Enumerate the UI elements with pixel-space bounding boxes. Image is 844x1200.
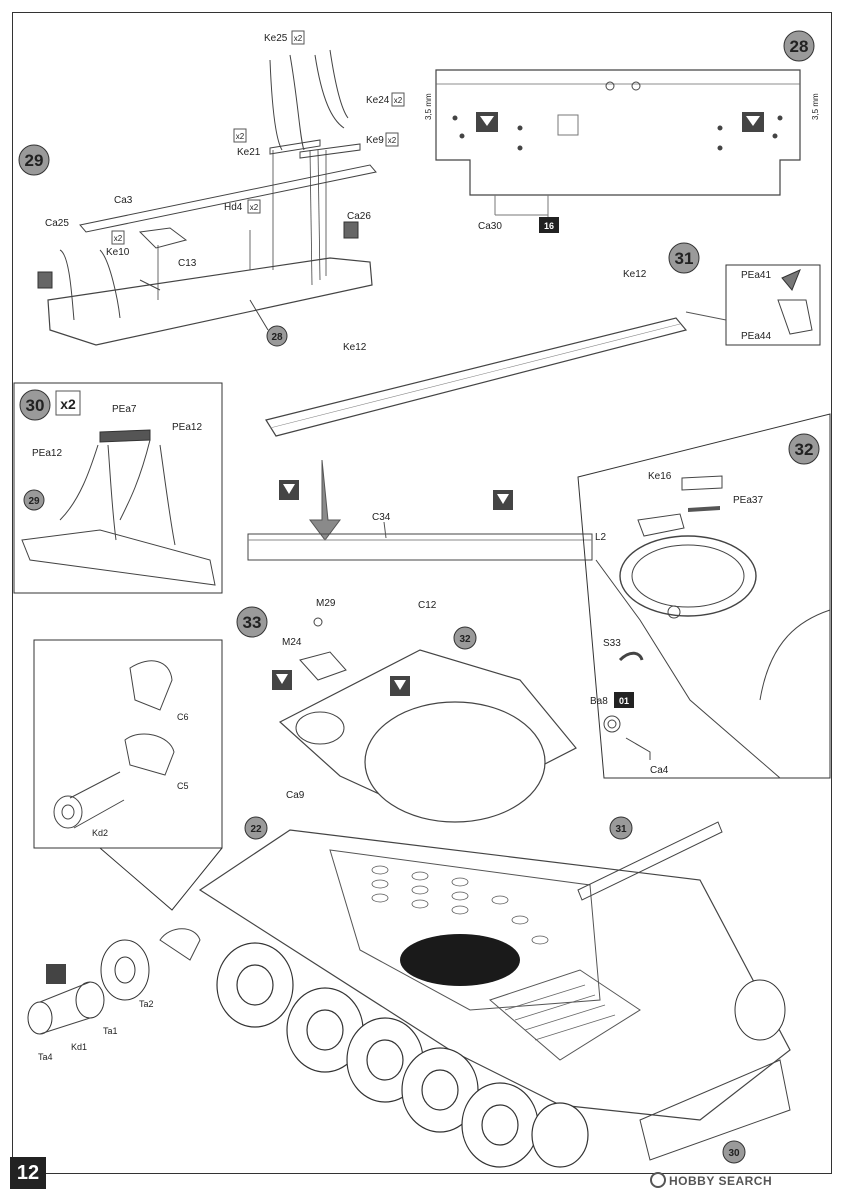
label-ke24: Ke24 [366,95,390,106]
lower-hull [198,829,791,1121]
qty-ke21: x2 [236,132,245,141]
label-pea12-left: PEa12 [32,448,62,459]
dimension-left: 3,5 mm [424,93,433,120]
ref-step-30: 30 [728,1148,740,1159]
label-ke16: Ke16 [648,471,672,482]
step-29-badge [18,144,50,176]
label-ca3: Ca3 [114,195,133,206]
label-c13: C13 [178,258,197,269]
label-ca9: Ca9 [286,790,305,801]
sprocket-assembly: Ta2 Ta1 Kd1 Ta4 [27,928,201,1062]
label-m24: M24 [282,637,302,648]
label-pea41: PEa41 [741,270,771,281]
ref-step-31: 31 [615,824,627,835]
qty-ke25: x2 [294,34,303,43]
label-ta4: Ta4 [38,1052,53,1062]
ref-step-28-badge [266,325,288,347]
label-ke12-left: Ke12 [343,342,367,353]
label-pea7: PEa7 [112,404,137,415]
qty-ke9: x2 [388,136,397,145]
step-31-number: 31 [675,249,694,268]
qty-ke10: x2 [114,234,123,243]
paint-code-01: 01 [619,696,629,706]
label-pea12-right: PEa12 [172,422,202,433]
paint-swatch-1 [37,271,53,289]
step-33: 33 [198,598,791,1168]
label-ke21: Ke21 [237,147,261,158]
paint-swatch-2 [343,221,359,239]
step-33-number: 33 [243,613,262,632]
step-28: 28 Ca30 16 3,5 mm 3,5 mm [424,30,820,233]
label-c6: C6 [177,712,189,722]
label-pea44: PEa44 [741,331,771,342]
step-32: 32 Ke16 PEa37 L2 S33 Ba8 01 Ca4 [577,413,831,779]
ref-step-22: 22 [250,824,262,835]
label-ke10: Ke10 [106,247,130,258]
label-ca25: Ca25 [45,218,69,229]
label-ke12-top: Ke12 [623,269,647,280]
label-ta1: Ta1 [103,1026,118,1036]
upper-hull-plate [278,649,577,821]
label-hd4: Hd4 [224,202,243,213]
direction-arrow [309,459,341,541]
label-kd1: Kd1 [71,1042,87,1052]
step-33-badge [236,606,268,638]
step-28-badge [783,30,815,62]
detail-box: C6 C5 Kd2 [33,639,223,911]
step-31-badge [668,242,700,274]
ref-step-28: 28 [271,332,283,343]
step-30-box [13,382,223,594]
step-32-box [577,413,831,779]
qty-ke24: x2 [394,96,403,105]
step-32-badge [788,433,820,465]
page-frame [12,12,832,1174]
label-pea37: PEa37 [733,495,763,506]
ref-step-29: 29 [28,496,40,507]
road-wheels [216,942,589,1168]
label-l2: L2 [595,532,607,543]
step-29: 29 28 Ke25 Ke24 Ke21 Ke9 Ca3 Hd4 Ca25 Ca… [18,30,405,347]
ref-step-32: 32 [459,634,471,645]
label-ta2: Ta2 [139,999,154,1009]
label-c34: C34 [372,512,391,523]
step-31: 31 C34 Ke12 Ke12 PEa41 PEa44 [247,242,821,561]
dimension-right: 3,5 mm [811,93,820,120]
label-ca30: Ca30 [478,221,502,232]
step-30: 30 x2 PEa7 PEa12 PEa12 29 [13,382,223,594]
label-ke9: Ke9 [366,135,384,146]
step-32-number: 32 [795,440,814,459]
paint-code-16 [539,217,559,233]
label-s33: S33 [603,638,621,649]
step-30-multiplier: x2 [60,396,76,412]
hull-floor-dark [400,934,520,986]
paint-code-16-text: 16 [544,221,554,231]
watermark: HOBBY SEARCH [650,1172,772,1188]
label-ca4: Ca4 [650,765,669,776]
watermark-logo-icon [650,1172,666,1188]
label-ca26: Ca26 [347,211,371,222]
step-30-badge [19,389,51,421]
rear-plate-drawing [435,69,801,196]
label-ba8: Ba8 [590,696,608,707]
label-c5: C5 [177,781,189,791]
step-29-number: 29 [25,151,44,170]
step-28-number: 28 [790,37,809,56]
label-kd2: Kd2 [92,828,108,838]
label-m29: M29 [316,598,336,609]
qty-hd4: x2 [250,203,259,212]
label-ke25: Ke25 [264,33,288,44]
step-31-detail-box [725,264,821,346]
page-number: 12 [10,1157,46,1189]
fender-drawing [265,317,688,437]
step-30-number: 30 [26,396,45,415]
label-c12: C12 [418,600,437,611]
watermark-text: HOBBY SEARCH [669,1174,773,1188]
